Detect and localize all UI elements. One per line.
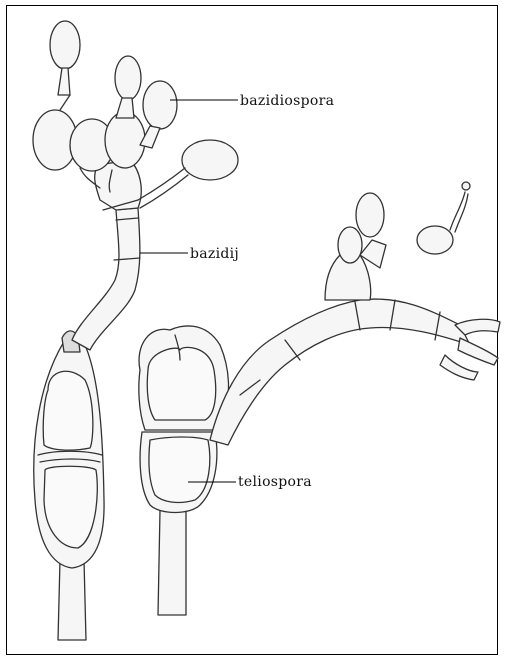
- label-bazidij: bazidij: [190, 246, 239, 262]
- middle-teliospore-group: [139, 326, 229, 615]
- label-bazidiospora: bazidiospora: [240, 93, 334, 109]
- label-teliospora: teliospora: [238, 474, 312, 490]
- right-promycelium: [210, 182, 500, 445]
- basidiospore-top: [50, 21, 80, 69]
- basidiospore-labeled: [143, 81, 177, 129]
- basidium-group: [72, 160, 141, 350]
- left-teliospore-group: [34, 331, 104, 640]
